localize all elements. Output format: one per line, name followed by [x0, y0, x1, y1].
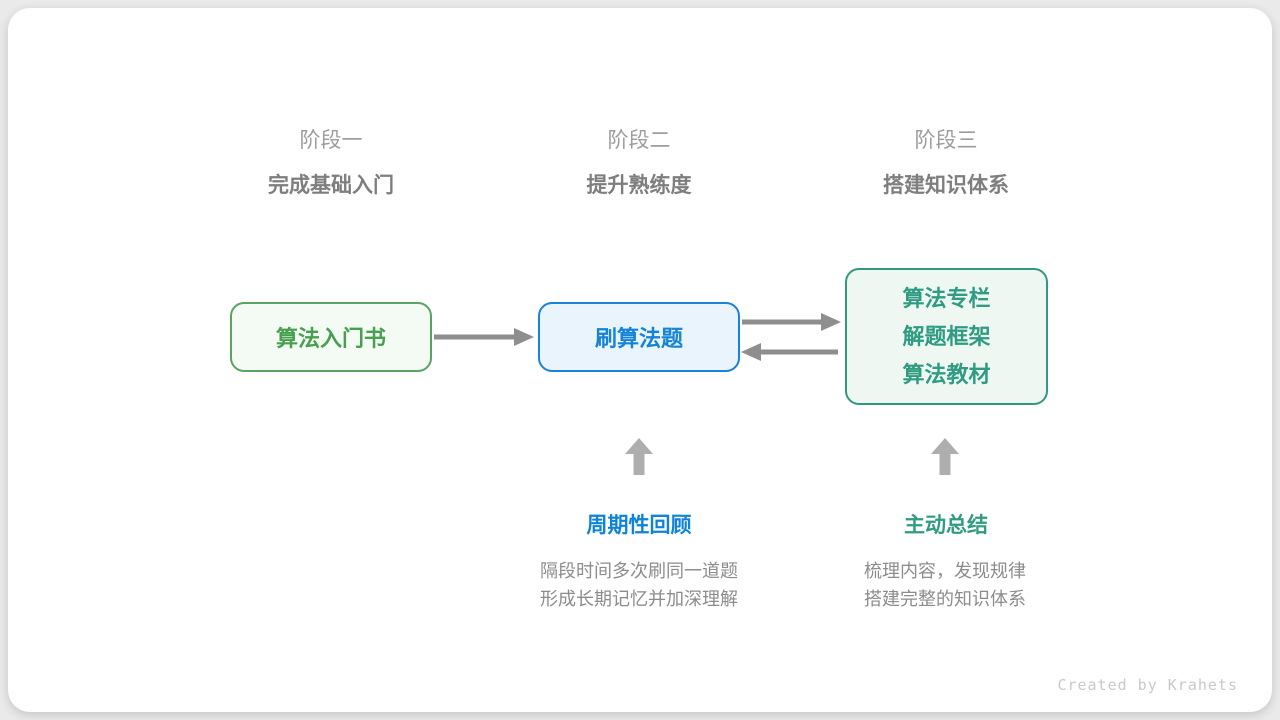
- node-practice-problems-label: 刷算法题: [594, 326, 683, 351]
- node-knowledge-line-2: 解题框架: [902, 323, 991, 349]
- node-practice-problems: 刷算法题: [538, 302, 740, 372]
- annotation-active-summary-desc-line-2: 搭建完整的知识体系: [864, 589, 1026, 609]
- stage-1-header: 阶段一 完成基础入门: [230, 128, 432, 199]
- node-intro-book: 算法入门书: [230, 302, 432, 372]
- annotation-periodic-review-label: 周期性回顾: [586, 514, 692, 537]
- annotation-periodic-review-desc-line-1: 隔段时间多次刷同一道题: [540, 561, 738, 581]
- stage-2-header: 阶段二 提升熟练度: [538, 128, 740, 199]
- annotation-periodic-review-desc-line-2: 形成长期记忆并加深理解: [540, 589, 738, 609]
- stage-3-subtitle: 搭建知识体系: [883, 174, 1009, 197]
- stage-3-title: 阶段三: [914, 129, 978, 152]
- up-arrow-icon: [931, 438, 959, 475]
- node-knowledge-resources: 算法专栏 解题框架 算法教材: [845, 268, 1048, 405]
- stage-2-title: 阶段二: [607, 129, 671, 152]
- stage-2-subtitle: 提升熟练度: [586, 174, 692, 197]
- annotation-periodic-review-desc: 隔段时间多次刷同一道题 形成长期记忆并加深理解: [489, 557, 789, 613]
- stage-1-subtitle: 完成基础入门: [268, 174, 394, 197]
- annotation-active-summary-desc: 梳理内容，发现规律 搭建完整的知识体系: [795, 557, 1095, 613]
- node-intro-book-label: 算法入门书: [275, 326, 386, 351]
- node-knowledge-line-3: 算法教材: [902, 361, 991, 387]
- annotation-active-summary-desc-line-1: 梳理内容，发现规律: [864, 561, 1026, 581]
- stage-1-title: 阶段一: [299, 129, 363, 152]
- credit-text: Created by Krahets: [1057, 676, 1238, 694]
- stage-3-header: 阶段三 搭建知识体系: [845, 128, 1047, 199]
- node-knowledge-line-1: 算法专栏: [902, 285, 991, 311]
- annotation-active-summary-label: 主动总结: [904, 514, 988, 537]
- up-arrow-icon: [625, 438, 653, 475]
